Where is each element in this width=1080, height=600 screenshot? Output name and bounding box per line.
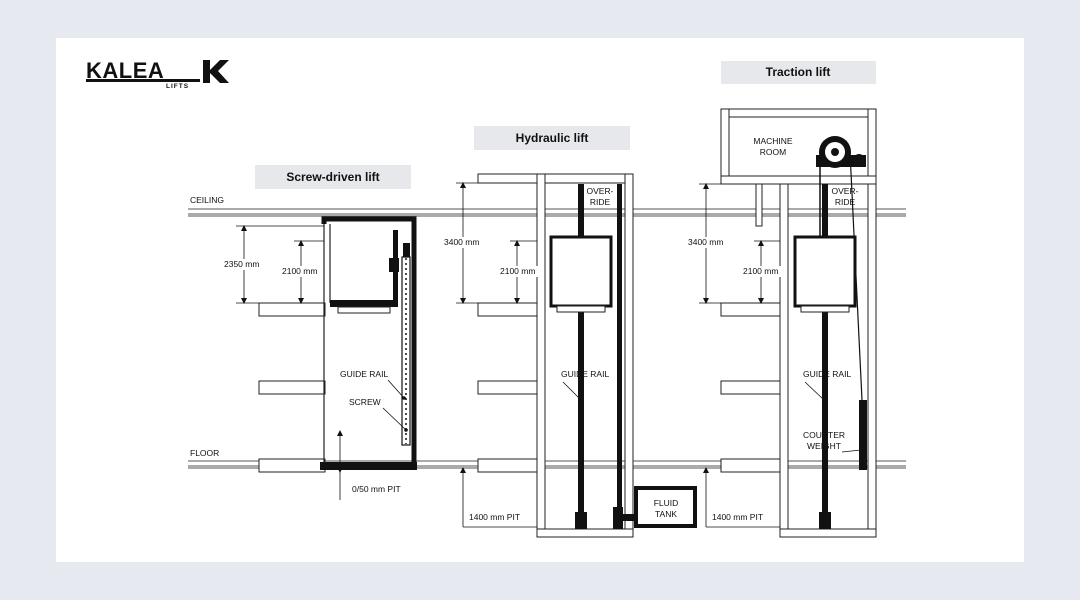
brand-sub: LIFTS [166,83,189,90]
title-traction: Traction lift [721,61,876,84]
lift-comparison-diagram: KALEA LIFTS Screw-driven lift Hydraulic … [86,58,906,538]
hydraulic-dim-total: 3400 mm [444,237,479,247]
traction-machine-1: MACHINE [753,136,793,146]
traction-override-1: OVER- [832,186,859,196]
screw-guide-rail-label: GUIDE RAIL [340,369,388,379]
hydraulic-tank-2: TANK [655,509,677,519]
traction-machine-2: ROOM [760,147,786,157]
brand-name: KALEA [86,58,164,83]
hydraulic-override-1: OVER- [587,186,614,196]
hydraulic-pit-label: 1400 mm PIT [469,512,520,522]
title-hydraulic: Hydraulic lift [474,126,630,150]
brand-underline [86,79,200,82]
traction-override-2: RIDE [835,197,856,207]
title-screw: Screw-driven lift [255,165,411,189]
floor-label: FLOOR [190,448,219,458]
screw-dim-total: 2350 mm [224,259,259,269]
traction-dim-cabin: 2100 mm [743,266,778,276]
svg-text:Hydraulic lift: Hydraulic lift [516,131,589,145]
traction-dim-total: 3400 mm [688,237,723,247]
traction-counter-1: COUNTER [803,430,845,440]
ceiling-line [188,208,906,217]
hydraulic-override-2: RIDE [590,197,611,207]
screw-dim-cabin: 2100 mm [282,266,317,276]
brand-logo: KALEA LIFTS [86,58,229,90]
screw-screw-label: SCREW [349,397,381,407]
hydraulic-guide-rail-label: GUIDE RAIL [561,369,609,379]
hydraulic-dim-cabin: 2100 mm [500,266,535,276]
traction-pit-label: 1400 mm PIT [712,512,763,522]
hydraulic-lift [456,173,697,538]
screw-lift [236,216,417,500]
traction-lift [699,108,877,538]
ceiling-label: CEILING [190,195,224,205]
svg-text:Screw-driven lift: Screw-driven lift [286,170,379,184]
hydraulic-tank-1: FLUID [654,498,679,508]
traction-guide-rail-label: GUIDE RAIL [803,369,851,379]
brand-k-icon [203,60,229,83]
svg-text:Traction lift: Traction lift [766,65,831,79]
screw-pit-label: 0/50 mm PIT [352,484,401,494]
diagram-card: KALEA LIFTS Screw-driven lift Hydraulic … [56,38,1024,562]
traction-counter-2: WEIGHT [807,441,841,451]
